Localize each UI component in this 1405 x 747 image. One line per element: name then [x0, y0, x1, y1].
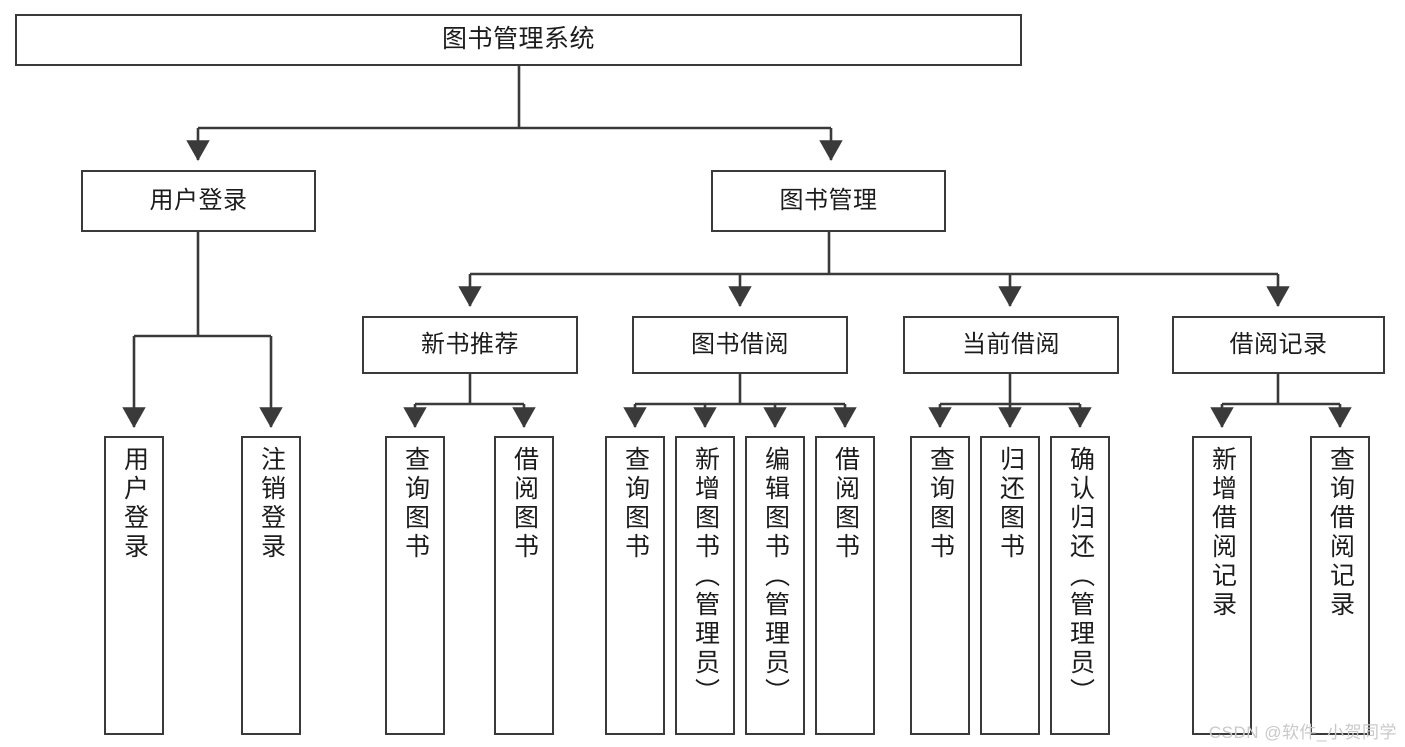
node-book-manage[interactable]: 图书管理: [711, 170, 946, 232]
watermark: CSDN @软件_小贺同学: [1208, 723, 1397, 742]
node-leaf-query-book-2[interactable]: 查询图书: [605, 436, 665, 735]
node-label: 用户登录: [120, 446, 149, 562]
node-label: 图书管理系统: [441, 25, 595, 54]
node-leaf-query-book-1[interactable]: 查询图书: [385, 436, 445, 735]
node-label: 确认归还（管理员）: [1066, 446, 1095, 707]
node-leaf-edit-book[interactable]: 编辑图书（管理员）: [745, 436, 805, 735]
node-label: 借阅图书: [510, 446, 539, 562]
node-borrow-record[interactable]: 借阅记录: [1172, 316, 1385, 374]
node-label: 借阅图书: [831, 446, 860, 562]
node-label: 借阅记录: [1229, 330, 1328, 358]
node-leaf-add-record[interactable]: 新增借阅记录: [1192, 436, 1252, 735]
node-label: 当前借阅: [962, 330, 1060, 358]
node-label: 注销登录: [257, 446, 286, 562]
node-root-system[interactable]: 图书管理系统: [15, 14, 1022, 66]
node-label: 查询借阅记录: [1326, 446, 1355, 620]
node-label: 图书管理: [779, 186, 878, 214]
node-label: 查询图书: [926, 446, 955, 562]
node-label: 图书借阅: [691, 330, 789, 358]
node-current-borrow[interactable]: 当前借阅: [903, 316, 1119, 374]
node-label: 用户登录: [149, 186, 248, 214]
node-label: 新书推荐: [421, 330, 519, 358]
node-label: 归还图书: [996, 446, 1025, 562]
node-label: 查询图书: [621, 446, 650, 562]
node-leaf-borrow-book-1[interactable]: 借阅图书: [494, 436, 554, 735]
node-leaf-return-book[interactable]: 归还图书: [980, 436, 1040, 735]
node-label: 查询图书: [401, 446, 430, 562]
node-new-book-recommend[interactable]: 新书推荐: [362, 316, 578, 374]
node-leaf-borrow-book-2[interactable]: 借阅图书: [815, 436, 875, 735]
node-book-borrow[interactable]: 图书借阅: [632, 316, 848, 374]
node-user-login[interactable]: 用户登录: [81, 170, 316, 232]
node-leaf-user-login[interactable]: 用户登录: [104, 436, 164, 735]
node-leaf-confirm-return[interactable]: 确认归还（管理员）: [1050, 436, 1110, 735]
node-leaf-logout-login[interactable]: 注销登录: [241, 436, 301, 735]
node-leaf-add-book[interactable]: 新增图书（管理员）: [675, 436, 735, 735]
node-leaf-query-record[interactable]: 查询借阅记录: [1310, 436, 1370, 735]
node-label: 新增借阅记录: [1208, 446, 1237, 620]
node-leaf-query-book-3[interactable]: 查询图书: [910, 436, 970, 735]
node-label: 编辑图书（管理员）: [761, 446, 790, 707]
node-label: 新增图书（管理员）: [691, 446, 720, 707]
